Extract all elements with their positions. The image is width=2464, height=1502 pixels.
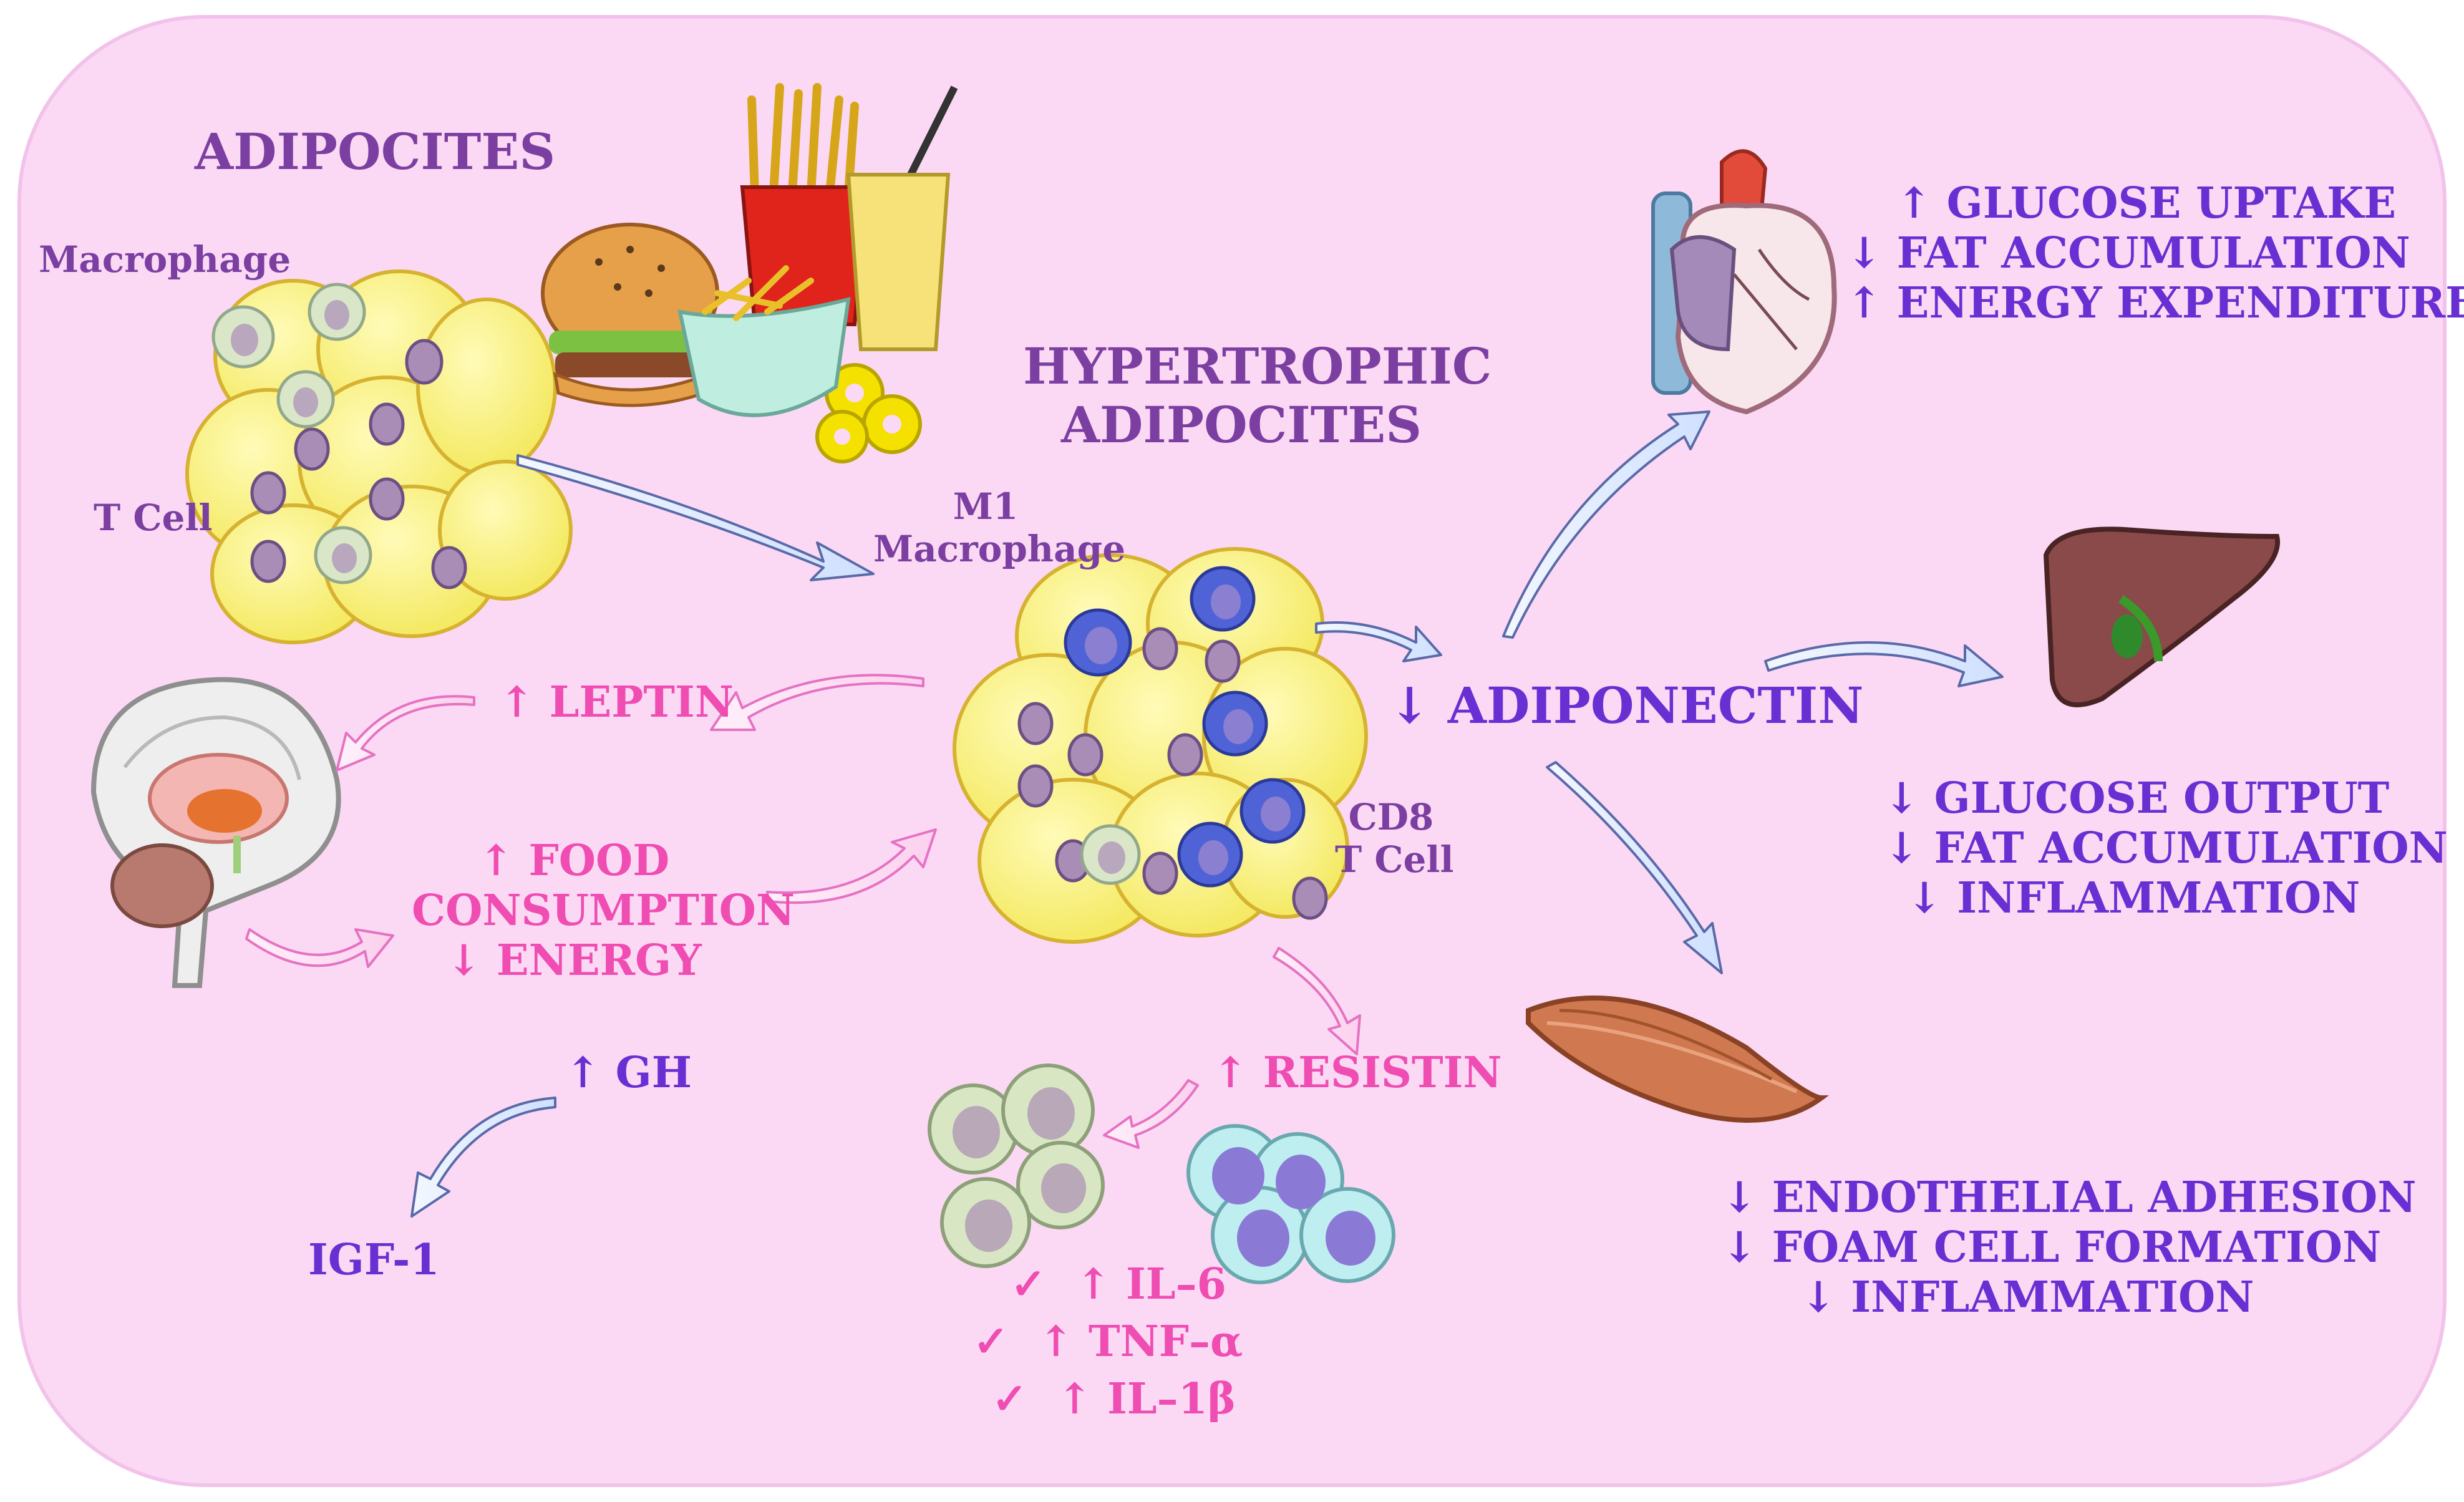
- cytokine-il1b-label: ↑ IL–1β: [1057, 1374, 1236, 1424]
- food-line-2: CONSUMPTION: [412, 886, 795, 936]
- m1-label-line-1: M1: [953, 485, 1019, 528]
- vessel-effect-1: ↓ ENDOTHELIAL ADHESION: [1722, 1173, 2417, 1223]
- liver-effect-3: ↓ INFLAMMATION: [1906, 873, 2360, 924]
- check-icon: ✓: [1011, 1259, 1046, 1309]
- food-line-1: ↑ FOOD: [478, 836, 670, 886]
- immune-cells: [928, 1064, 1395, 1284]
- cytokine-tnf: ✓ ↑ TNF–α: [973, 1314, 1243, 1371]
- liver-effects: ↓ GLUCOSE OUTPUT ↓ FAT ACCUMULATION ↓ IN…: [1884, 773, 2448, 924]
- check-icon: ✓: [973, 1316, 1009, 1367]
- heart-icon: [1651, 149, 1837, 415]
- fries-bowl-icon: [677, 265, 851, 417]
- hypertrophic-title: HYPERTROPHIC ADIPOCITES: [1023, 337, 1492, 455]
- heart-effect-2: ↓ FAT ACCUMULATION: [1846, 228, 2410, 279]
- check-icon: ✓: [992, 1374, 1027, 1424]
- vessel-effect-3: ↓ INFLAMMATION: [1800, 1272, 2254, 1323]
- heart-effects: ↑ GLUCOSE UPTAKE ↓ FAT ACCUMULATION ↑ EN…: [1846, 178, 2464, 329]
- resistin-label: ↑ RESISTIN: [1213, 1048, 1502, 1098]
- m1-label-line-2: Macrophage: [873, 528, 1126, 571]
- hypertrophic-cluster: [953, 547, 1368, 944]
- cytokine-tnf-label: ↑ TNF–α: [1038, 1316, 1243, 1367]
- gh-label: ↑ GH: [565, 1048, 692, 1098]
- drink-icon: [815, 85, 958, 463]
- liver-effect-2: ↓ FAT ACCUMULATION: [1884, 823, 2448, 874]
- adipocites-title: ADIPOCITES: [195, 122, 556, 181]
- t-cell-label: T Cell: [94, 497, 213, 539]
- brain-icon: [90, 677, 341, 988]
- leptin-label: ↑ LEPTIN: [499, 677, 734, 727]
- cytokine-il1b: ✓ ↑ IL–1β: [973, 1371, 1243, 1428]
- vessel-effect-2: ↓ FOAM CELL FORMATION: [1722, 1223, 2382, 1273]
- vessel-effects: ↓ ENDOTHELIAL ADHESION ↓ FOAM CELL FORMA…: [1722, 1173, 2417, 1323]
- food-consumption-label: ↑ FOOD CONSUMPTION ↓ ENERGY: [412, 836, 795, 986]
- hypertrophic-title-line-1: HYPERTROPHIC: [1023, 337, 1492, 395]
- cd8-label-line-1: CD8: [1348, 796, 1434, 838]
- liver-effect-1: ↓ GLUCOSE OUTPUT: [1884, 773, 2390, 823]
- igf-label: IGF-1: [308, 1235, 440, 1285]
- cytokine-il6-label: ↑ IL–6: [1075, 1259, 1226, 1309]
- food-line-3: ↓ ENERGY: [446, 936, 702, 986]
- macrophage-label: Macrophage: [39, 238, 291, 281]
- cytokine-list: ✓ ↑ IL–6 ✓ ↑ TNF–α ✓ ↑ IL–1β: [973, 1256, 1243, 1428]
- cd8-t-cell-label: CD8 T Cell: [1335, 796, 1454, 881]
- adipocytes-cluster: [185, 269, 573, 644]
- m1-macrophage-label: M1 Macrophage: [873, 485, 1126, 571]
- heart-effect-3: ↑ ENERGY EXPENDITURE: [1846, 278, 2464, 329]
- hypertrophic-title-line-2: ADIPOCITES: [1060, 395, 1422, 455]
- muscle-icon: [1526, 996, 1829, 1123]
- arrows: [245, 410, 2004, 1218]
- adiponectin-label: ↓ ADIPONECTIN: [1389, 676, 1864, 735]
- fries-icon: [740, 83, 870, 326]
- cytokine-il6: ✓ ↑ IL–6: [973, 1256, 1243, 1314]
- liver-icon: [2043, 526, 2281, 707]
- heart-effect-1: ↑ GLUCOSE UPTAKE: [1896, 178, 2397, 228]
- cd8-label-line-2: T Cell: [1335, 838, 1454, 881]
